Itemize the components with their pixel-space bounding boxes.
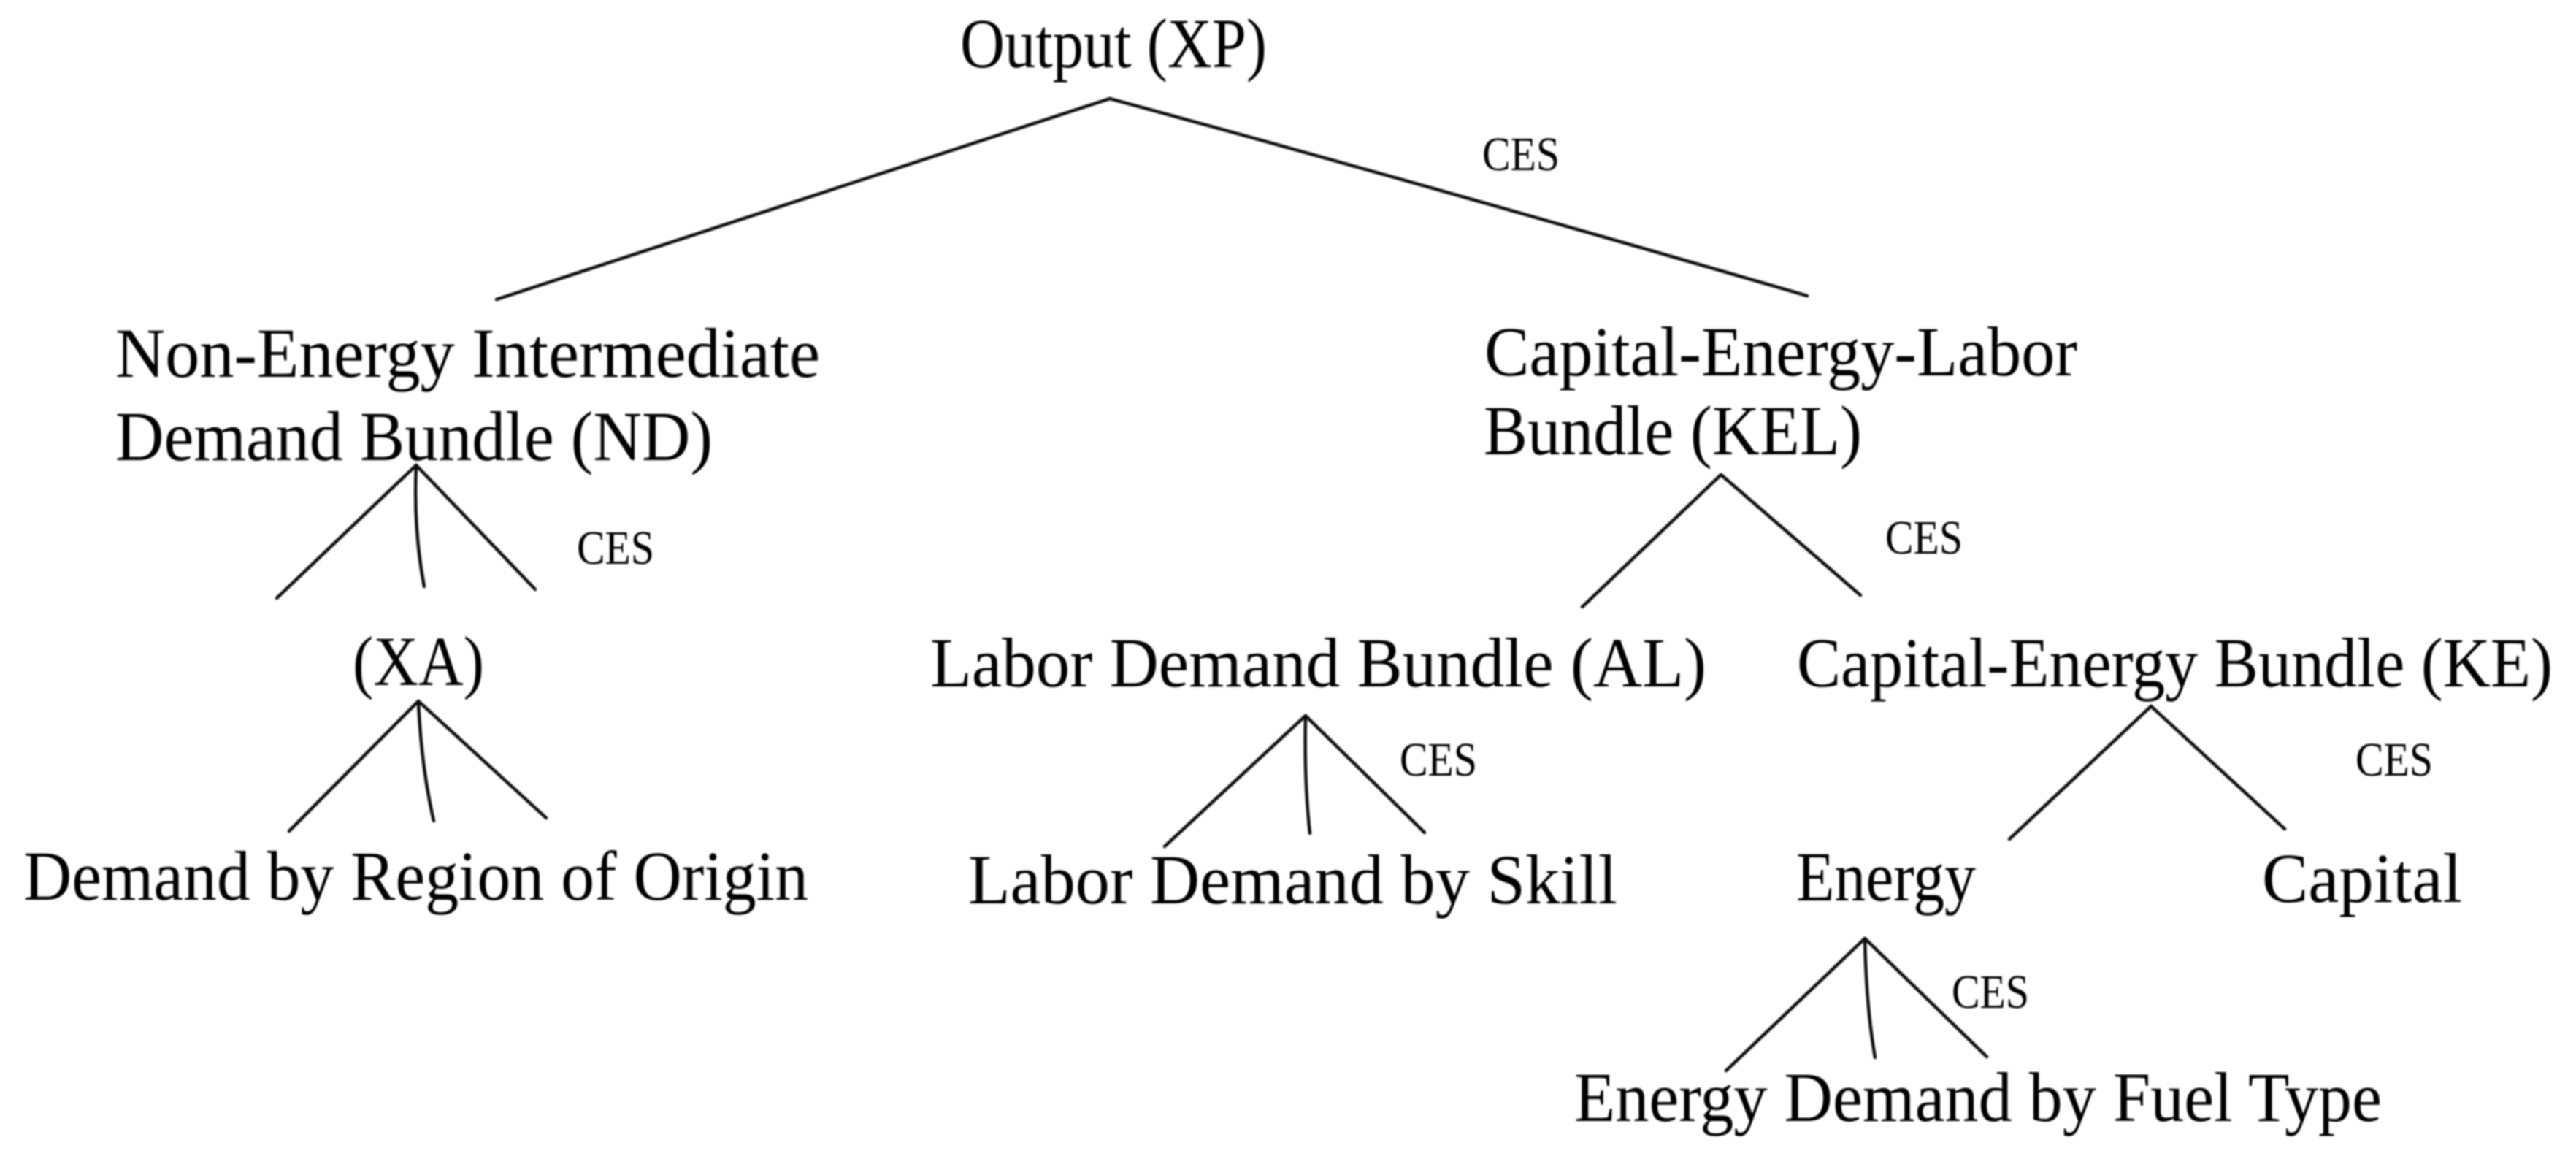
- ces-label-ke: CES: [2355, 733, 2433, 787]
- edge-energy-fan-left: [1724, 936, 1867, 1073]
- edge-nd-fan-mid: [413, 463, 426, 589]
- edge-xa-fan-right: [416, 699, 548, 820]
- ces-label-nd: CES: [577, 521, 654, 575]
- node-ke-label: Capital-Energy Bundle (KE): [1797, 624, 2553, 702]
- edge-energy-fan-mid: [1863, 936, 1877, 1060]
- edge-al-fan-mid: [1303, 714, 1312, 835]
- ces-label-output: CES: [1482, 128, 1560, 181]
- ces-label-group: CES CES CES CES CES CES: [577, 128, 2433, 1019]
- node-skill-label: Labor Demand by Skill: [968, 841, 1617, 919]
- node-kel-label-line2: Bundle (KEL): [1484, 391, 1862, 470]
- edge-ke-capital: [2149, 704, 2287, 831]
- ces-label-energy: CES: [1952, 965, 2029, 1019]
- edge-kel-ke: [1719, 473, 1863, 597]
- edge-output-nd: [494, 96, 1112, 302]
- edge-output-kel: [1108, 96, 1809, 298]
- node-capital-label: Capital: [2262, 839, 2462, 917]
- node-xa-label: (XA): [353, 622, 484, 700]
- edge-al-fan-left: [1162, 714, 1308, 849]
- edge-xa-fan-left: [287, 699, 421, 833]
- node-al-label: Labor Demand Bundle (AL): [930, 624, 1706, 702]
- node-nd-label-line2: Demand Bundle (ND): [115, 397, 713, 475]
- edge-ke-energy: [2007, 704, 2153, 841]
- node-nd-label-line1: Non-Energy Intermediate: [115, 314, 820, 392]
- ces-label-kel: CES: [1885, 511, 1963, 565]
- node-label-group: Output (XP) Non-Energy Intermediate Dema…: [23, 4, 2553, 1136]
- edge-xa-fan-mid: [416, 699, 436, 823]
- edge-nd-fan-left: [275, 463, 418, 600]
- edge-group: [275, 96, 2287, 1073]
- node-fuel-label: Energy Demand by Fuel Type: [1574, 1058, 2382, 1136]
- node-region-label: Demand by Region of Origin: [23, 837, 808, 915]
- node-output-label: Output (XP): [960, 4, 1267, 83]
- node-kel-label-line1: Capital-Energy-Labor: [1484, 313, 2077, 391]
- edge-energy-fan-right: [1863, 936, 1989, 1059]
- edge-kel-al: [1580, 473, 1723, 609]
- node-energy-label: Energy: [1796, 838, 1976, 916]
- ces-label-al: CES: [1400, 733, 1477, 787]
- edge-nd-fan-right: [414, 463, 537, 592]
- edge-al-fan-right: [1303, 714, 1427, 835]
